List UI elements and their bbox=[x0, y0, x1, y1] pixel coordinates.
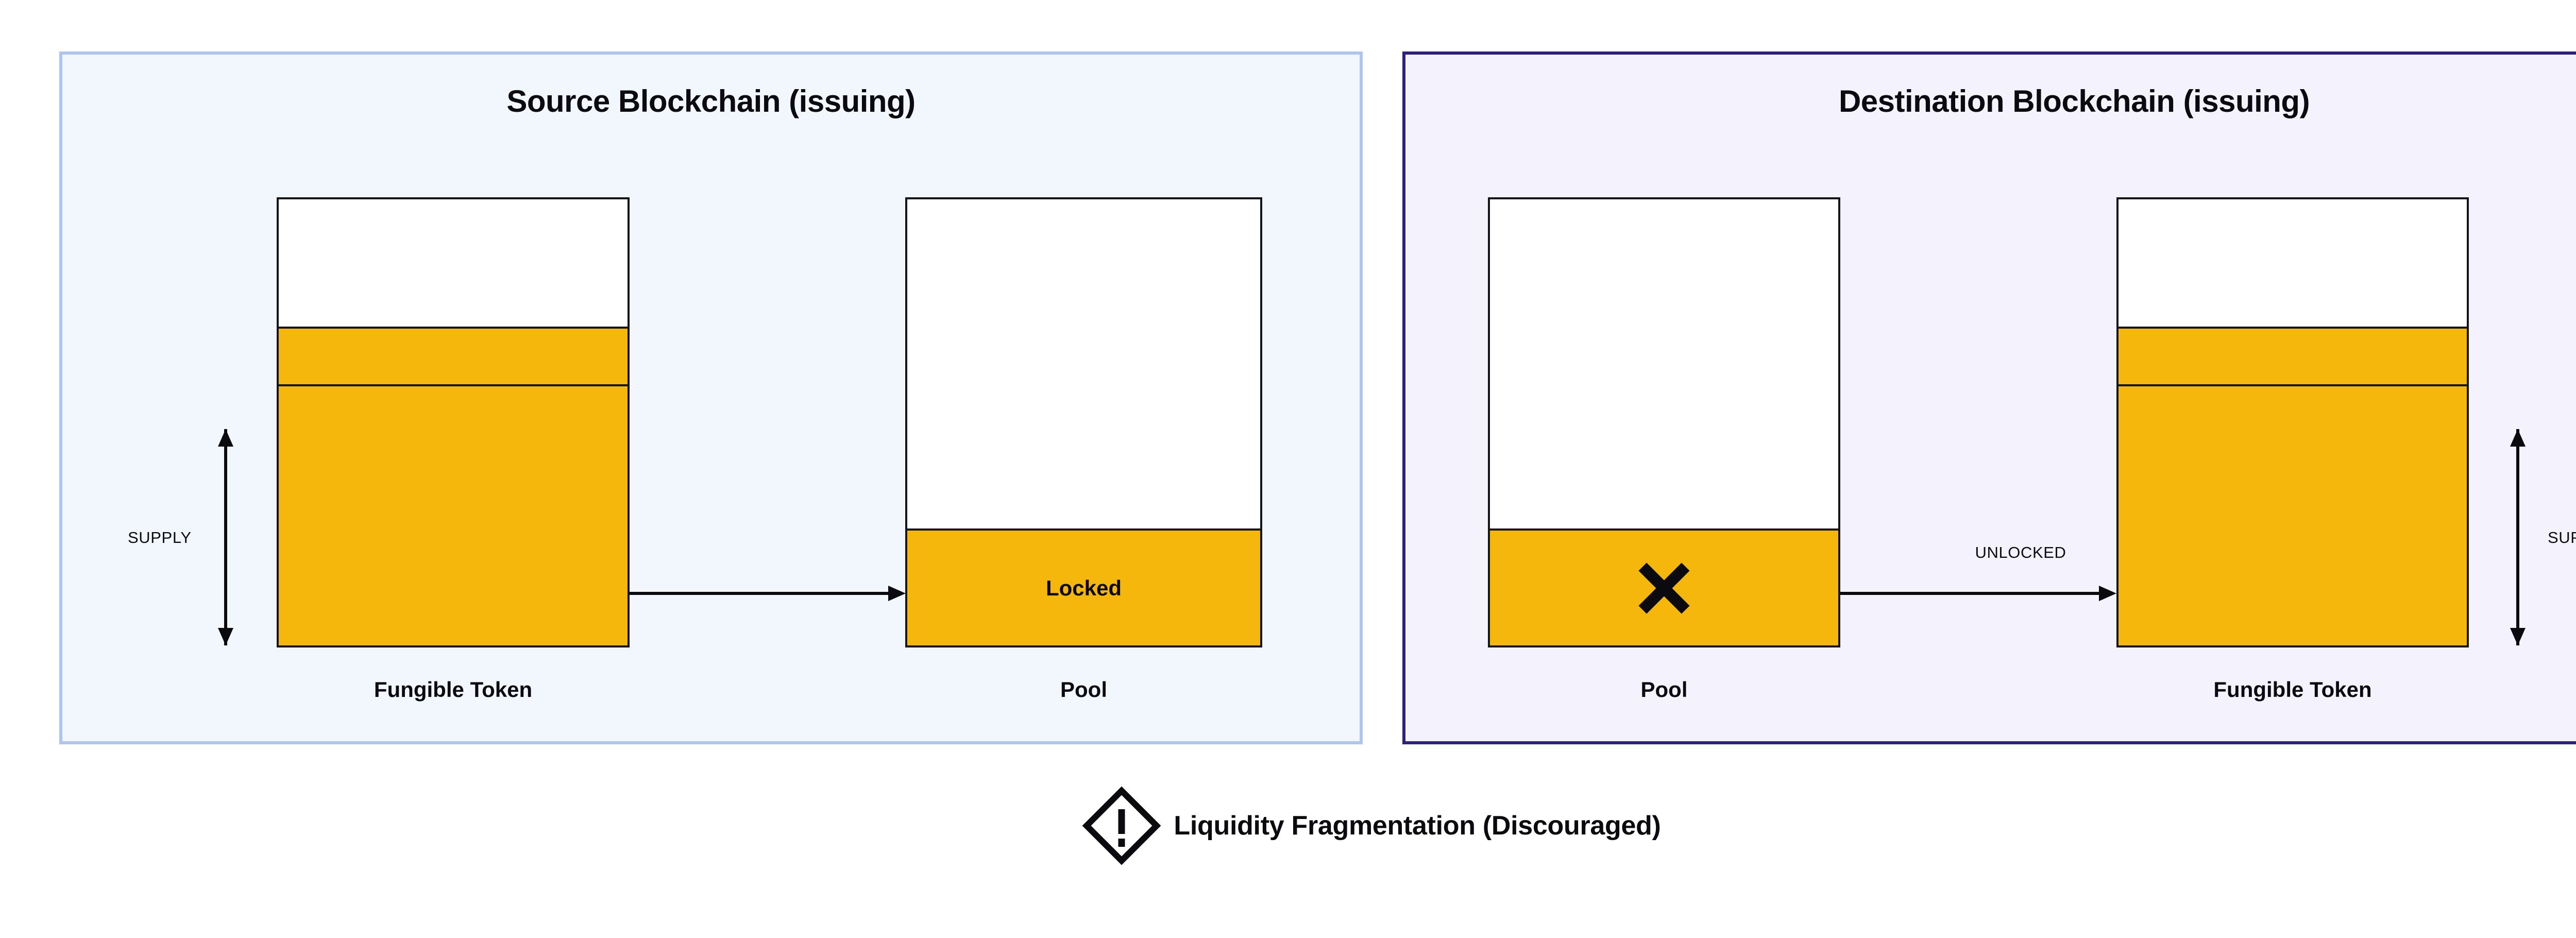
bar-segment-empty bbox=[2119, 199, 2467, 327]
bar-source-fungible-token[interactable] bbox=[277, 197, 630, 647]
bar-source-pool[interactable]: Locked bbox=[905, 197, 1262, 647]
caption-source-fungible-token: Fungible Token bbox=[374, 677, 533, 702]
caption-destination-pool: Pool bbox=[1640, 677, 1688, 702]
bar-destination-fungible-token[interactable] bbox=[2116, 197, 2469, 647]
bar-segment-token-b bbox=[2119, 384, 2467, 645]
unlocked-flow-label: UNLOCKED bbox=[1975, 543, 2066, 561]
destination-unlock-flow-arrow-icon bbox=[1840, 586, 2116, 601]
source-panel-title: Source Blockchain (issuing) bbox=[506, 84, 916, 118]
source-lock-flow-arrow-icon bbox=[630, 586, 906, 601]
source-supply-arrow-icon bbox=[218, 429, 233, 645]
bar-destination-pool[interactable] bbox=[1488, 197, 1840, 647]
bar-segment-token-a bbox=[279, 327, 628, 384]
warning-diamond-icon bbox=[1082, 786, 1161, 865]
bar-segment-pool-drained bbox=[1490, 528, 1838, 645]
footer-caption-text: Liquidity Fragmentation (Discouraged) bbox=[1174, 811, 1661, 841]
bar-segment-token-b bbox=[279, 384, 628, 645]
bar-segment-empty bbox=[907, 199, 1260, 528]
bar-segment-empty bbox=[279, 199, 628, 327]
caption-source-pool: Pool bbox=[1060, 677, 1107, 702]
bar-segment-empty bbox=[1490, 199, 1838, 528]
footer-note: Liquidity Fragmentation (Discouraged) bbox=[0, 786, 2576, 865]
bar-segment-locked: Locked bbox=[907, 528, 1260, 645]
destination-panel-title: Destination Blockchain (issuing) bbox=[1838, 84, 2310, 118]
x-mark-icon bbox=[1637, 561, 1691, 615]
caption-destination-fungible-token: Fungible Token bbox=[2213, 677, 2372, 702]
source-supply-label: SUPPLY bbox=[128, 528, 192, 547]
bar-segment-label-locked: Locked bbox=[1045, 575, 1122, 600]
destination-supply-label: SUPPLY bbox=[2548, 528, 2576, 547]
destination-supply-arrow-icon bbox=[2510, 429, 2526, 645]
bar-segment-token-a bbox=[2119, 327, 2467, 384]
